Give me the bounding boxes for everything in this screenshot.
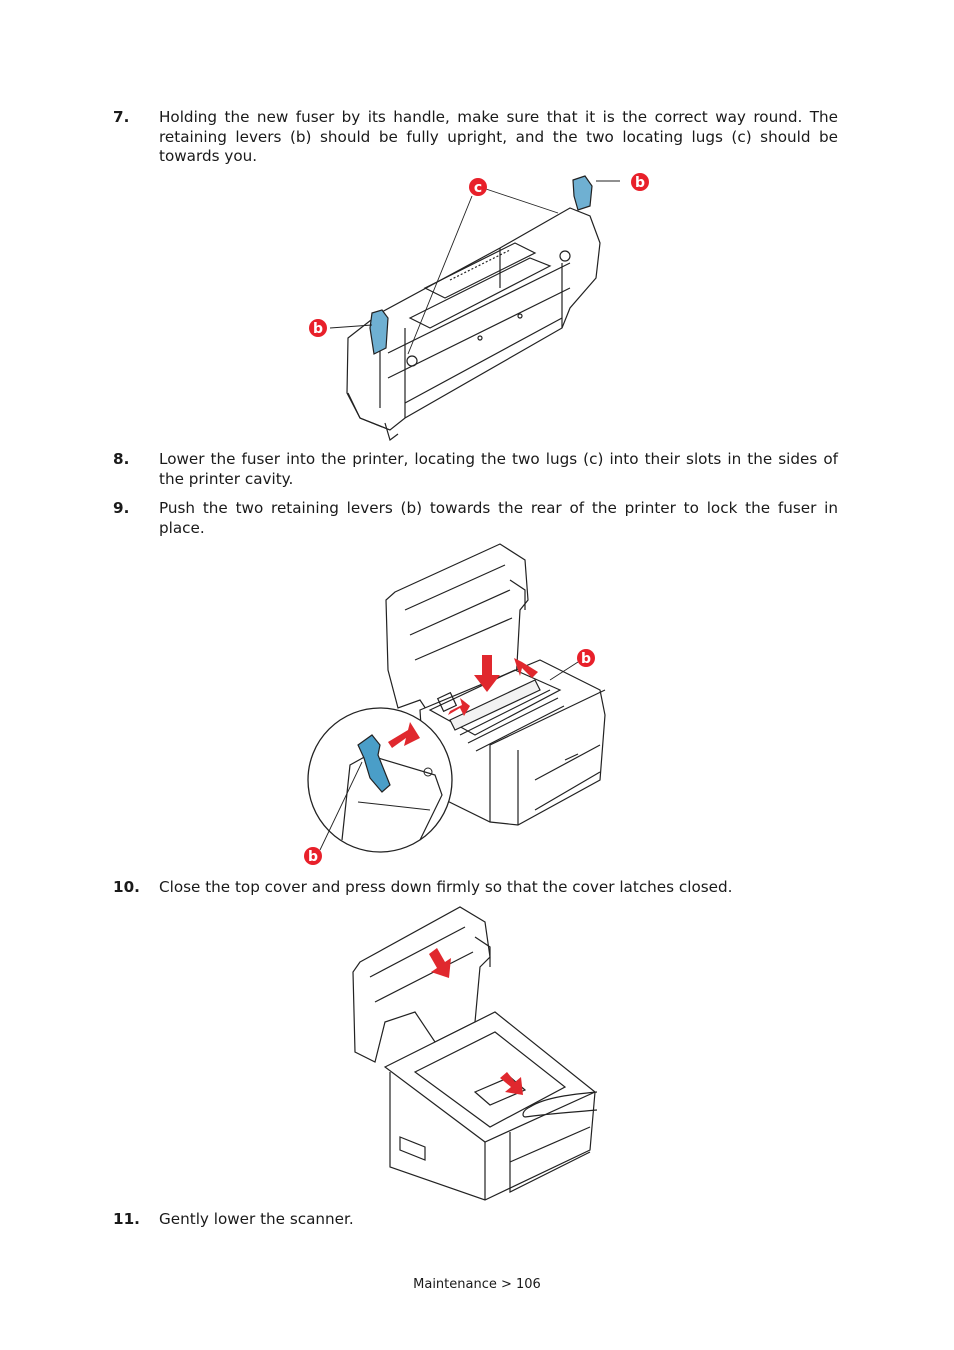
retaining-lever-detail bbox=[357, 734, 391, 793]
step-text: Gently lower the scanner. bbox=[159, 1210, 354, 1228]
arrow-down-right-icon bbox=[429, 948, 451, 978]
step-number: 9. bbox=[113, 499, 130, 517]
svg-text:b: b bbox=[308, 849, 318, 865]
arrow-icon bbox=[514, 658, 538, 678]
callout-b-left: b bbox=[309, 319, 327, 337]
step-number: 7. bbox=[113, 108, 130, 126]
step-10: 10. Close the top cover and press down f… bbox=[113, 878, 838, 898]
step-text: Push the two retaining levers (b) toward… bbox=[159, 499, 838, 537]
fuser-callout-b-top: b bbox=[631, 173, 649, 191]
step-number: 11. bbox=[113, 1210, 140, 1228]
callout-c: c bbox=[469, 178, 487, 196]
step-8: 8. Lower the fuser into the printer, loc… bbox=[113, 450, 838, 489]
step-text: Holding the new fuser by its handle, mak… bbox=[159, 108, 838, 165]
step-9: 9. Push the two retaining levers (b) tow… bbox=[113, 499, 838, 538]
printer-install-illustration: b b bbox=[304, 543, 606, 865]
step-7: 7. Holding the new fuser by its handle, … bbox=[113, 108, 838, 167]
step-text: Close the top cover and press down firml… bbox=[159, 878, 733, 896]
svg-text:c: c bbox=[474, 180, 482, 196]
step-text: Lower the fuser into the printer, locati… bbox=[159, 450, 838, 488]
svg-text:b: b bbox=[581, 651, 591, 667]
retaining-lever-left bbox=[369, 309, 389, 355]
step-number: 10. bbox=[113, 878, 140, 896]
arrow-down-right-icon bbox=[500, 1072, 523, 1095]
arrow-down-icon bbox=[474, 655, 500, 692]
step-11: 11. Gently lower the scanner. bbox=[113, 1210, 838, 1230]
page-footer: Maintenance > 106 bbox=[413, 1277, 541, 1292]
arrow-icon bbox=[448, 698, 470, 716]
svg-text:b: b bbox=[635, 175, 645, 191]
retaining-lever-right bbox=[572, 175, 593, 211]
printer-close-cover-illustration bbox=[352, 906, 598, 1201]
step-number: 8. bbox=[113, 450, 130, 468]
fuser-illustration: c b bbox=[309, 175, 620, 441]
callout-b-bottom: b bbox=[304, 847, 322, 865]
svg-text:b: b bbox=[313, 321, 323, 337]
lever-detail-zoom bbox=[307, 707, 453, 853]
arrow-icon bbox=[388, 722, 420, 748]
callout-b-right: b bbox=[577, 649, 595, 667]
